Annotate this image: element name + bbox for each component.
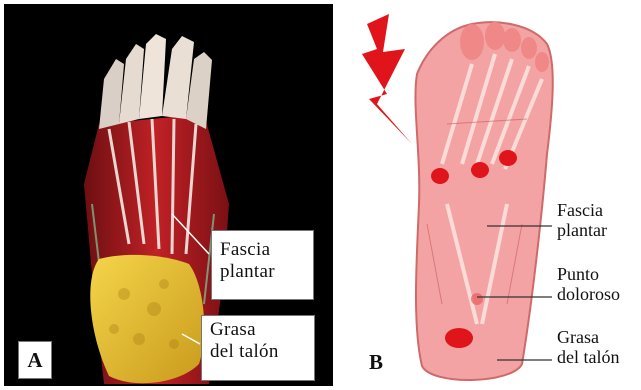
grasa-talon-label-b: Grasa del talón xyxy=(557,327,619,367)
panel-letter-a: A xyxy=(18,341,52,379)
panel-letter-b: B xyxy=(369,350,383,375)
fascia-line-1: Fascia xyxy=(220,239,305,261)
grasa-b-line-2: del talón xyxy=(557,347,619,367)
fascia-b-line-2: plantar xyxy=(557,220,607,240)
fascia-b-line-1: Fascia xyxy=(557,200,607,220)
fascia-line-2: plantar xyxy=(220,261,305,283)
panel-letter-a-text: A xyxy=(27,348,42,373)
panel-a-anatomy: Fascia plantar Grasa del talón A xyxy=(4,4,333,386)
punto-doloroso-label: Punto doloroso xyxy=(557,264,620,304)
grasa-line-1: Grasa xyxy=(210,319,306,341)
punto-line-2: doloroso xyxy=(557,284,620,304)
fascia-plantar-label-b: Fascia plantar xyxy=(557,200,607,240)
punto-line-1: Punto xyxy=(557,264,620,284)
panel-b-diagram: Fascia plantar Punto doloroso Grasa del … xyxy=(347,4,641,386)
grasa-b-line-1: Grasa xyxy=(557,327,619,347)
fascia-plantar-label-a: Fascia plantar xyxy=(211,230,314,300)
grasa-line-2: del talón xyxy=(210,341,306,363)
grasa-talon-label-a: Grasa del talón xyxy=(201,315,315,381)
